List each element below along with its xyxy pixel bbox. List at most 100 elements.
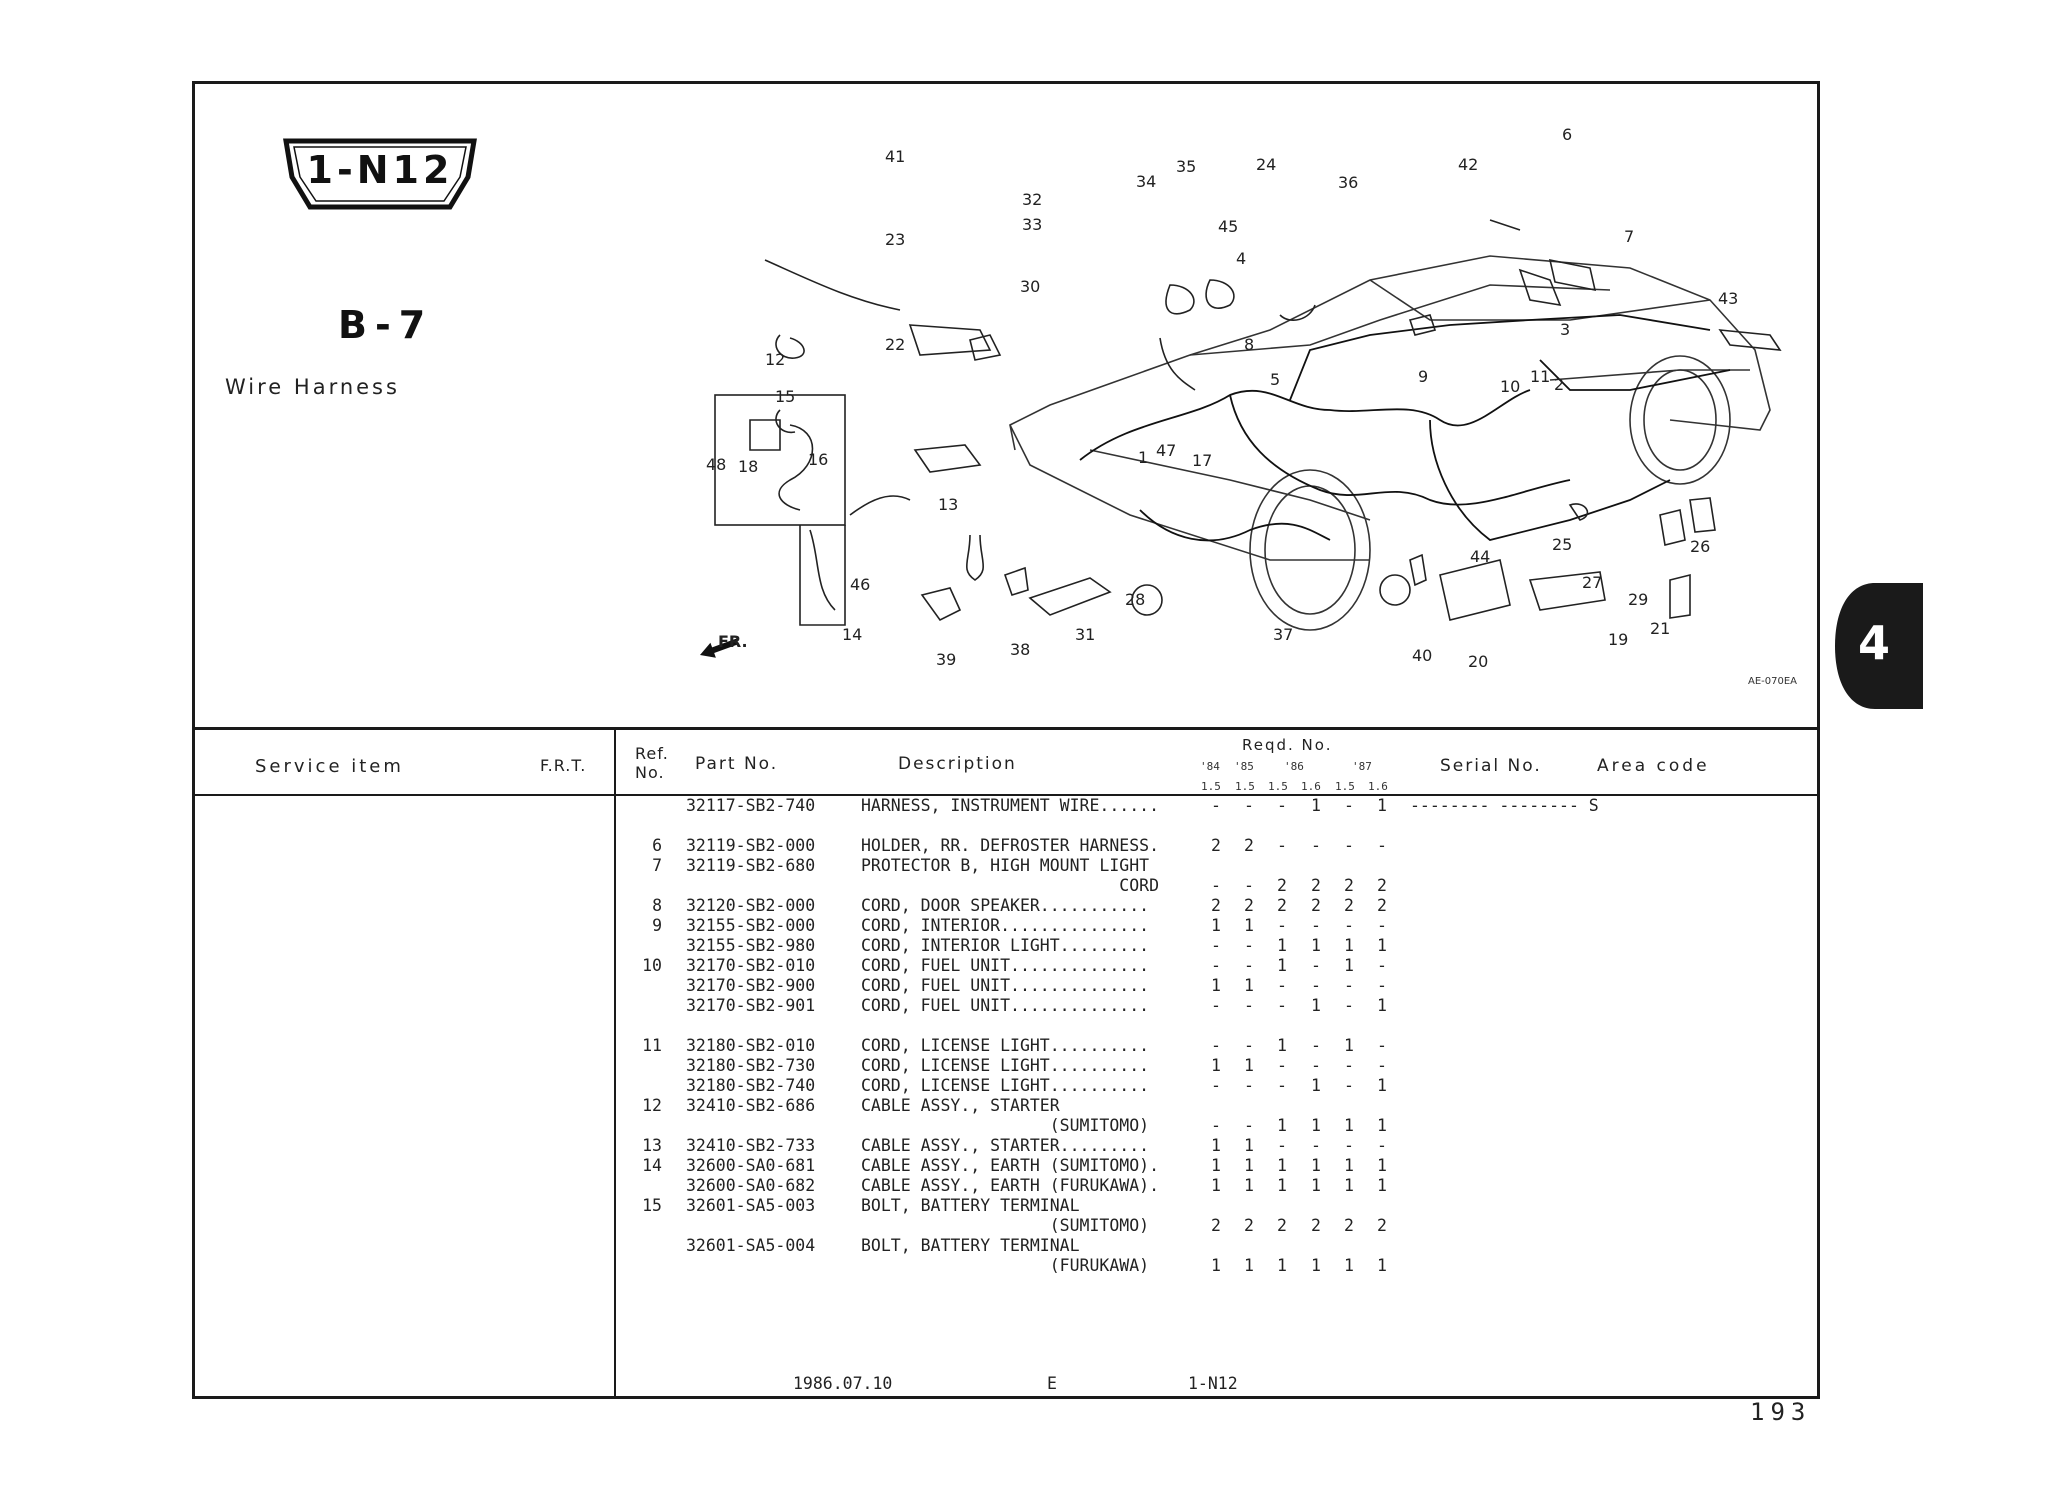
description: CORD [861,876,1160,895]
callout: 31 [1075,625,1095,644]
page-title: Wire Harness [225,375,400,399]
qty-cell: 1 [1344,1256,1354,1275]
ref-no: 13 [642,1136,662,1155]
col-area-code: Area code [1597,756,1710,776]
section-tab-label: 4 [1858,616,1891,670]
qty-cell: 1 [1377,796,1387,815]
ref-no: 8 [652,896,662,915]
callout: 25 [1552,535,1572,554]
qty-cell: 2 [1211,896,1221,915]
callout: 19 [1608,630,1628,649]
qty-cell: 1 [1277,936,1287,955]
callout: 9 [1418,367,1428,386]
qty-cell: 1 [1311,996,1321,1015]
part-no: 32180-SB2-010 [686,1036,816,1055]
callout: 40 [1412,646,1432,665]
qty-cell: 2 [1311,896,1321,915]
callout: 1 [1138,448,1148,467]
description: CABLE ASSY., EARTH (FURUKAWA). [861,1176,1160,1195]
callout: 14 [842,625,862,644]
col-engine: 1.5 [1335,780,1355,793]
qty-cell: 1 [1211,1136,1221,1155]
col-engine: 1.6 [1368,780,1388,793]
callout: 37 [1273,625,1293,644]
qty-cell: - [1344,1136,1354,1155]
qty-cell: 1 [1377,1256,1387,1275]
qty-cell: 1 [1311,936,1321,955]
qty-cell: - [1211,876,1221,895]
callout: 22 [885,335,905,354]
qty-cell: 1 [1377,1116,1387,1135]
col-serial-no: Serial No. [1440,756,1542,776]
ref-no: 12 [642,1096,662,1115]
footer-date: 1986.07.10 [793,1374,893,1393]
qty-cell: - [1344,976,1354,995]
qty-cell: - [1277,996,1287,1015]
qty-cell: - [1377,956,1387,975]
qty-cell: 2 [1344,1216,1354,1235]
qty-cell: 1 [1244,1136,1254,1155]
qty-cell: - [1311,976,1321,995]
qty-cell: 1 [1277,1176,1287,1195]
ref-no: 7 [652,856,662,875]
footer-letter: E [1047,1374,1057,1393]
page-frame [192,81,1820,1399]
qty-cell: 1 [1311,1176,1321,1195]
callout: 48 [706,455,726,474]
page-number: 193 [1750,1398,1812,1426]
qty-cell: 1 [1344,1116,1354,1135]
qty-cell: - [1344,996,1354,1015]
qty-cell: - [1277,1136,1287,1155]
qty-cell: - [1211,1076,1221,1095]
qty-cell: 2 [1344,876,1354,895]
qty-cell: 2 [1211,836,1221,855]
qty-cell: 2 [1377,876,1387,895]
loose-parts [714,219,1782,626]
qty-cell: 1 [1277,956,1287,975]
description: CABLE ASSY., EARTH (SUMITOMO). [861,1156,1160,1175]
part-no: 32180-SB2-740 [686,1076,816,1095]
callout: 20 [1468,652,1488,671]
qty-cell: 2 [1244,836,1254,855]
qty-cell: 1 [1311,796,1321,815]
description: (SUMITOMO) [861,1116,1150,1135]
qty-cell: - [1211,996,1221,1015]
col-part-no: Part No. [695,754,779,774]
qty-cell: - [1377,1136,1387,1155]
qty-cell: - [1277,796,1287,815]
qty-cell: 1 [1277,1116,1287,1135]
part-no: 32410-SB2-686 [686,1096,816,1115]
ref-no: 9 [652,916,662,935]
qty-cell: - [1211,956,1221,975]
callout-labels: 41 23 22 12 15 16 48 18 13 46 14 39 38 3… [706,125,1738,671]
qty-cell: - [1277,1056,1287,1075]
col-year: '85 [1234,760,1254,773]
col-service-item: Service item [255,756,404,777]
qty-cell: 1 [1211,916,1221,935]
ref-no: 15 [642,1196,662,1215]
qty-cell: - [1277,916,1287,935]
qty-cell: 1 [1211,1176,1221,1195]
table-row [620,816,1800,836]
col-frt: F.R.T. [540,756,587,775]
qty-cell: 1 [1311,1116,1321,1135]
callout: 4 [1236,249,1246,268]
qty-cell: 1 [1311,1076,1321,1095]
qty-cell: 1 [1211,1056,1221,1075]
qty-cell: 1 [1211,1256,1221,1275]
callout: 46 [850,575,870,594]
callout: 36 [1338,173,1358,192]
qty-cell: - [1244,1076,1254,1095]
qty-cell: 1 [1377,1076,1387,1095]
col-engine: 1.5 [1201,780,1221,793]
qty-cell: 1 [1344,936,1354,955]
description: BOLT, BATTERY TERMINAL [861,1236,1080,1255]
